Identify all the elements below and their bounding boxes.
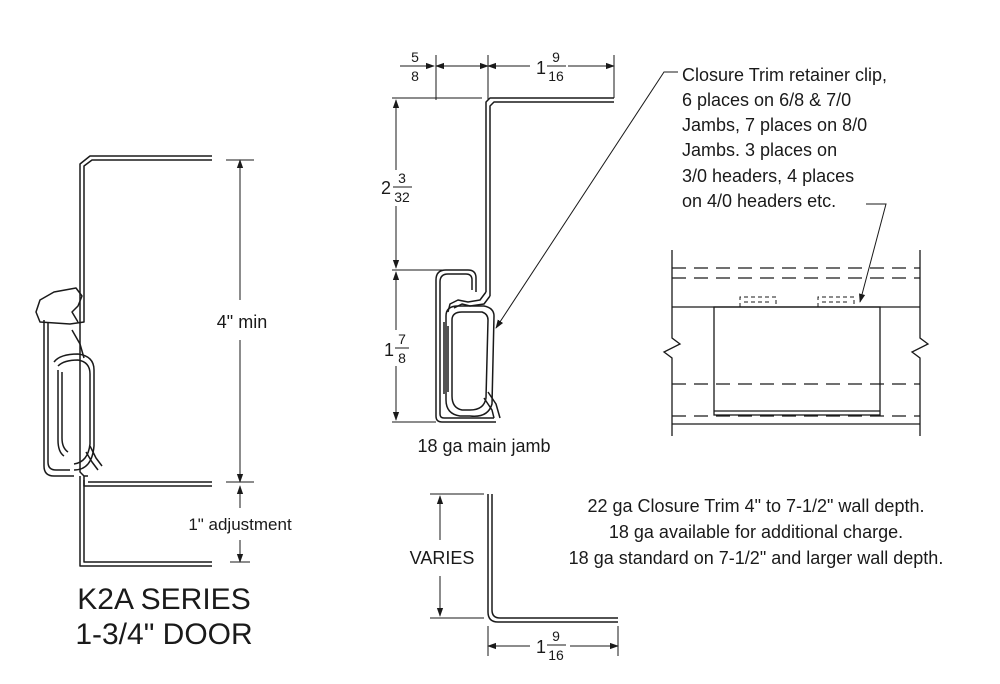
main-jamb-caption: 18 ga main jamb — [417, 436, 550, 456]
fraction-5-8: 5 8 — [408, 49, 422, 84]
fraction-1-9-16-top-numerator: 9 — [552, 49, 560, 65]
fraction-2-3-32: 2 3 32 — [381, 170, 412, 205]
dimension-4in-min-label: 4" min — [217, 312, 267, 332]
k2a-frame-profile — [35, 155, 212, 567]
clip-note-line-3: Jambs, 7 places on 8/0 — [682, 115, 867, 135]
fraction-1-7-8-whole: 1 — [384, 340, 394, 360]
clip-note-line-5: 3/0 headers, 4 places — [682, 166, 854, 186]
fraction-1-9-16-bottom: 1 9 16 — [536, 628, 566, 663]
adjustment-label: 1" adjustment — [188, 515, 292, 534]
varies-label: VARIES — [410, 548, 475, 568]
closure-trim-notes: 22 ga Closure Trim 4" to 7-1/2" wall dep… — [569, 496, 944, 568]
fraction-5-8-denominator: 8 — [411, 68, 419, 84]
fraction-1-9-16-top-whole: 1 — [536, 58, 546, 78]
fraction-1-9-16-bottom-numerator: 9 — [552, 628, 560, 644]
header-elevation — [662, 250, 930, 436]
closure-trim-note-1: 22 ga Closure Trim 4" to 7-1/2" wall dep… — [588, 496, 925, 516]
fraction-1-7-8-numerator: 7 — [398, 331, 406, 347]
fraction-5-8-numerator: 5 — [411, 49, 419, 65]
fraction-1-9-16-bottom-denominator: 16 — [548, 647, 564, 663]
fraction-1-9-16-bottom-whole: 1 — [536, 637, 546, 657]
fraction-2-3-32-numerator: 3 — [398, 170, 406, 186]
series-title: K2A SERIES — [77, 583, 250, 616]
fraction-1-7-8-denominator: 8 — [398, 350, 406, 366]
clip-note-line-2: 6 places on 6/8 & 7/0 — [682, 90, 851, 110]
fraction-1-9-16-top-denominator: 16 — [548, 68, 564, 84]
dimension-4in-min: 4" min — [217, 159, 267, 483]
fraction-2-3-32-whole: 2 — [381, 178, 391, 198]
clip-note-line-6: on 4/0 headers etc. — [682, 191, 836, 211]
fraction-2-3-32-denominator: 32 — [394, 189, 410, 205]
clip-note-line-4: Jambs. 3 places on — [682, 140, 837, 160]
dimension-1in-adjustment: 1" adjustment — [188, 485, 292, 563]
door-size-title: 1-3/4" DOOR — [75, 618, 252, 651]
fraction-1-9-16-top: 1 9 16 — [536, 49, 566, 84]
main-jamb-detail — [392, 55, 615, 423]
fraction-1-7-8: 1 7 8 — [384, 331, 409, 366]
clip-note: Closure Trim retainer clip, 6 places on … — [682, 65, 887, 211]
closure-trim-note-3: 18 ga standard on 7-1/2" and larger wall… — [569, 548, 944, 568]
clip-leader-lines — [495, 71, 887, 329]
closure-trim-profile — [430, 493, 619, 656]
clip-note-line-1: Closure Trim retainer clip, — [682, 65, 887, 85]
closure-trim-note-2: 18 ga available for additional charge. — [609, 522, 903, 542]
